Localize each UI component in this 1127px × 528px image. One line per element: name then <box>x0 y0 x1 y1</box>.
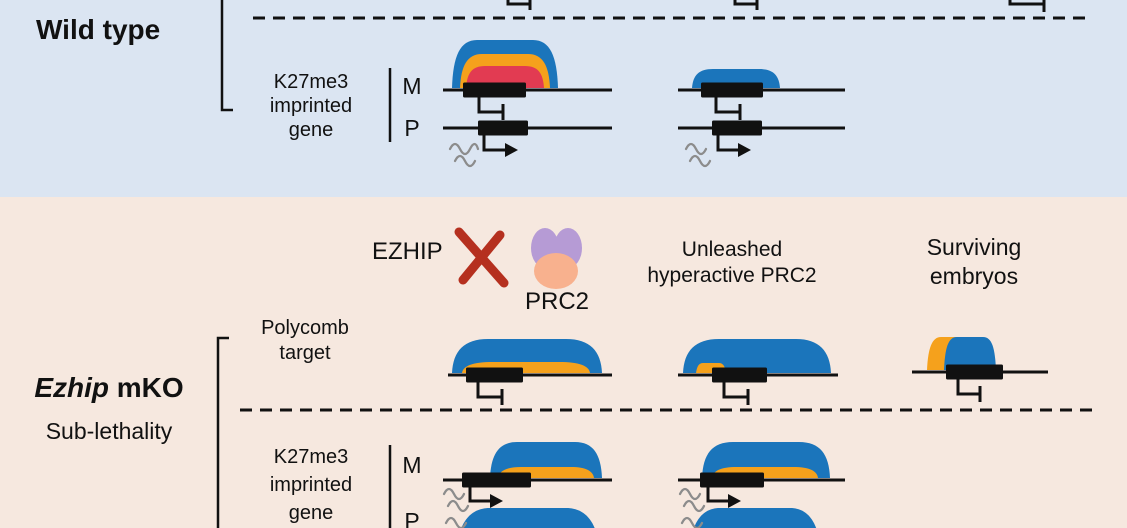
repressed-tss-arrow <box>722 382 748 399</box>
gene-body <box>712 120 762 136</box>
gene-body <box>701 82 763 98</box>
cutoff-arrow-3 <box>1008 0 1044 6</box>
repressed-tss-arrow <box>476 382 502 399</box>
active-tss-arrow <box>716 135 738 152</box>
nascent-rna-squiggle <box>446 499 470 513</box>
prc2-label: PRC2 <box>524 288 590 315</box>
cutoff-repression-marks <box>506 0 1046 12</box>
k27me3-domain <box>693 508 817 528</box>
active-tss-arrow <box>482 135 505 152</box>
mko-polycomb-target-2 <box>678 339 838 405</box>
prc2-complex-icon <box>531 228 582 289</box>
gene-body <box>462 472 531 488</box>
active-tss-arrow <box>706 487 728 503</box>
nascent-rna-squiggle <box>682 499 706 513</box>
wt-imprinted-paternal-allele-1 <box>443 120 612 168</box>
mko-polycomb-target-1 <box>448 339 612 405</box>
nascent-rna-squiggle <box>684 142 708 156</box>
gene-body <box>463 82 526 98</box>
paternal-allele-label-bottom: P <box>404 508 420 528</box>
k27me3-imprinted-gene-label-top: K27me3 imprinted gene <box>269 71 353 141</box>
active-tss-arrow <box>468 487 490 503</box>
gene-body <box>700 472 764 488</box>
cutoff-arrow-1 <box>506 0 530 6</box>
mko-surviving-polycomb-target <box>912 337 1048 402</box>
wt-imprinted-paternal-allele-2 <box>678 120 845 168</box>
mko-imprinted-paternal-allele-2-partial <box>680 508 817 528</box>
mko-imprinted-maternal-allele-1 <box>442 442 612 513</box>
mko-imprinted-paternal-allele-1-partial <box>444 508 595 528</box>
nascent-rna-squiggle <box>442 487 466 501</box>
ezhip-gene-name: Ezhip <box>34 372 109 403</box>
maternal-allele-label-top: M <box>402 73 422 99</box>
prc2-subunit <box>534 253 578 289</box>
gene-body <box>712 367 767 383</box>
nascent-rna-squiggle <box>688 154 712 168</box>
wild-type-panel-background <box>0 0 1127 197</box>
cutoff-arrow-2 <box>733 0 757 6</box>
k27me3-domain <box>944 337 996 370</box>
nascent-rna-squiggle <box>448 142 480 156</box>
surviving-embryos-label: Surviving embryos <box>926 234 1022 289</box>
repressed-tss-arrow <box>714 97 740 114</box>
unleashed-hyperactive-prc2-label: Unleashed hyperactive PRC2 <box>647 238 817 287</box>
wild-type-bracket <box>220 0 233 112</box>
gene-body <box>466 367 523 383</box>
ezhip-mko-bracket <box>216 336 229 528</box>
nascent-rna-squiggle <box>444 516 468 528</box>
nascent-rna-squiggle <box>680 516 704 528</box>
repressed-tss-arrow <box>956 379 980 396</box>
wt-imprinted-maternal-allele-1 <box>443 40 612 120</box>
polycomb-target-label: Polycomb target <box>261 317 349 364</box>
maternal-allele-label-bottom: M <box>402 452 422 478</box>
wt-imprinted-maternal-allele-2 <box>678 69 845 120</box>
k27me3-imprinted-gene-label-bottom: K27me3 imprinted gene <box>269 446 353 524</box>
gene-body <box>946 364 1003 380</box>
nascent-rna-squiggle <box>678 487 702 501</box>
k27me3-domain <box>461 508 595 528</box>
ezhip-label: EZHIP <box>372 238 443 265</box>
wild-type-condition-label: Wild type <box>36 14 161 45</box>
gene-body <box>478 120 528 136</box>
mko-imprinted-maternal-allele-2 <box>678 442 845 513</box>
sublethality-label: Sub-lethality <box>45 418 173 444</box>
ezhip-mko-condition-label: Ezhip mKO <box>34 372 184 403</box>
repressed-tss-arrow <box>477 97 503 114</box>
nascent-rna-squiggle <box>453 154 477 168</box>
ezhip-knockout-cross-icon <box>454 227 509 288</box>
paternal-allele-label-top: P <box>404 115 420 141</box>
